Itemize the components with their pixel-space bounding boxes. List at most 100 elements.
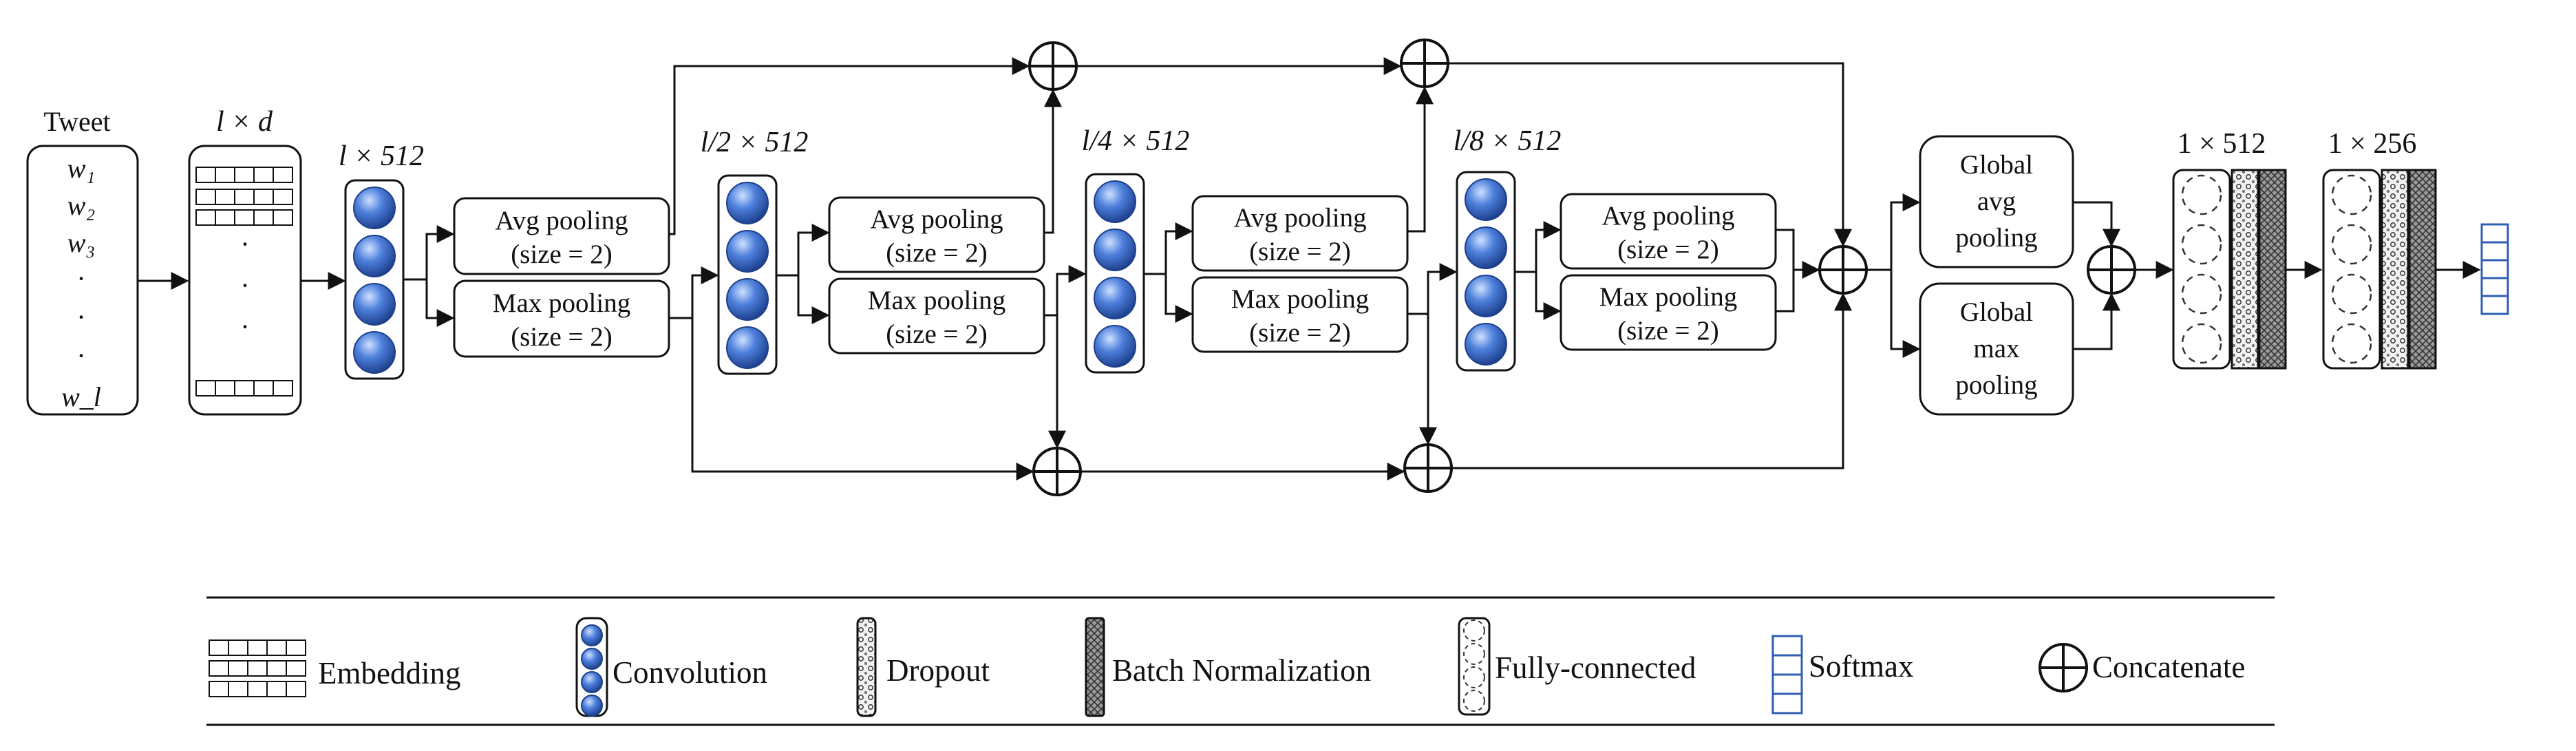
fc-unit xyxy=(2181,323,2222,364)
max-pooling-3: Max pooling (size = 2) xyxy=(1191,276,1409,353)
embedding-cell xyxy=(273,167,293,183)
embedding-cell xyxy=(215,167,235,183)
embedding-cell xyxy=(253,189,274,205)
avg-pooling-4: Avg pooling (size = 2) xyxy=(1560,193,1777,270)
conv-unit xyxy=(1094,180,1136,223)
fc-block-2 xyxy=(2322,169,2437,370)
legend-embedding-cell xyxy=(266,660,287,677)
conv-unit xyxy=(1465,226,1507,269)
connector xyxy=(691,266,719,318)
legend-softmax-label: Softmax xyxy=(1809,649,1914,684)
fc-unit xyxy=(2331,174,2372,215)
legend-embedding-icon xyxy=(209,639,306,697)
fc-unit xyxy=(2181,273,2222,315)
legend-softmax-cell xyxy=(1771,654,1803,676)
embedding-cell xyxy=(234,189,255,205)
embedding-cell xyxy=(215,380,235,396)
word-dot-1: · xyxy=(76,263,85,294)
conv-unit xyxy=(1465,178,1507,221)
softmax-cell xyxy=(2480,241,2509,262)
conv2-dim-label: l/2 × 512 xyxy=(701,127,809,158)
fc-unit xyxy=(2331,323,2372,364)
max-pooling-1: Max pooling (size = 2) xyxy=(453,279,670,358)
legend-dropout-label: Dropout xyxy=(886,653,990,688)
embedding-cell xyxy=(234,167,255,183)
legend-concatenate-icon xyxy=(2039,643,2088,692)
conv-block-3 xyxy=(1085,173,1145,374)
global-max-pooling: Global max pooling xyxy=(1919,282,2074,416)
legend: Embedding Convolution Dropout Batch Norm… xyxy=(206,596,2275,726)
svg-text:Avg pooling: Avg pooling xyxy=(1601,201,1734,231)
dropout-1 xyxy=(2231,169,2259,370)
tweet-input: Tweet w₁ w₂ w₃ · · · w_l xyxy=(26,106,139,416)
svg-text:pooling: pooling xyxy=(1955,223,2037,253)
batch-norm-2 xyxy=(2408,169,2437,370)
svg-text:Avg pooling: Avg pooling xyxy=(870,204,1003,234)
connector xyxy=(669,57,1030,235)
legend-embedding-cell xyxy=(209,681,229,697)
avg-pooling-1: Avg pooling (size = 2) xyxy=(453,197,670,275)
conv1-dim-label: l × 512 xyxy=(339,140,424,172)
embedding-cell xyxy=(195,189,216,205)
conv-unit xyxy=(353,187,396,229)
avg-pooling-3: Avg pooling (size = 2) xyxy=(1191,195,1409,272)
dropout-2 xyxy=(2381,169,2409,370)
conv4-dim-label: l/8 × 512 xyxy=(1454,125,1562,157)
svg-text:(size = 2): (size = 2) xyxy=(511,322,613,352)
legend-embedding-cell xyxy=(209,660,229,677)
svg-text:(size = 2): (size = 2) xyxy=(1249,318,1351,348)
tweet-title: Tweet xyxy=(43,106,110,137)
conv-unit xyxy=(581,695,603,717)
legend-convolution-icon xyxy=(575,617,608,717)
softmax-cell xyxy=(2480,223,2509,244)
legend-embedding-cell xyxy=(209,639,229,656)
legend-softmax-icon xyxy=(1771,635,1803,715)
svg-text:·: · xyxy=(240,229,249,260)
conv-unit xyxy=(726,278,769,321)
embedding-cell xyxy=(234,209,255,226)
embedding-cell xyxy=(195,167,216,183)
svg-text:max: max xyxy=(1973,334,2020,363)
fc2-dim-label: 1 × 256 xyxy=(2328,128,2417,160)
conv-unit xyxy=(353,331,396,374)
avg-pooling-2: Avg pooling (size = 2) xyxy=(828,196,1045,273)
legend-softmax-cell xyxy=(1771,692,1803,715)
fc-unit xyxy=(2181,174,2222,215)
legend-embedding-cell xyxy=(286,681,306,697)
svg-text:·: · xyxy=(240,311,249,342)
connector xyxy=(669,317,1034,480)
legend-concatenate-label: Concatenate xyxy=(2092,650,2245,684)
softmax-cell xyxy=(2480,295,2509,315)
connector xyxy=(1776,270,1795,313)
connector xyxy=(2073,293,2120,350)
connector xyxy=(1448,62,1852,247)
connector xyxy=(1535,272,1562,320)
legend-embedding-label: Embedding xyxy=(318,656,460,690)
connector xyxy=(1427,263,1458,314)
conv-unit xyxy=(1094,277,1136,319)
connector xyxy=(1407,313,1437,445)
connector xyxy=(425,279,455,327)
svg-text:(size = 2): (size = 2) xyxy=(886,238,988,268)
svg-text:Global: Global xyxy=(1960,297,2033,327)
max-pooling-2: Max pooling (size = 2) xyxy=(828,277,1045,355)
svg-text:Max pooling: Max pooling xyxy=(868,286,1005,315)
legend-embedding-cell xyxy=(228,660,248,677)
word-dot-3: · xyxy=(76,340,85,371)
legend-fc-frame xyxy=(1458,617,1491,716)
connector xyxy=(1044,89,1062,234)
conv-unit xyxy=(1465,275,1507,317)
conv-unit xyxy=(1465,323,1507,366)
legend-embedding-cell xyxy=(286,639,306,656)
legend-softmax-cell xyxy=(1771,673,1803,695)
embedding-rows xyxy=(195,167,293,396)
connector xyxy=(1451,293,1852,469)
svg-text:(size = 2): (size = 2) xyxy=(1617,316,1719,346)
conv-unit xyxy=(581,624,603,646)
svg-text:Global: Global xyxy=(1960,150,2033,180)
fc-block-1 xyxy=(2172,169,2287,370)
max-pooling-4: Max pooling (size = 2) xyxy=(1560,274,1777,351)
legend-embedding-cell xyxy=(286,660,306,677)
embedding-cell xyxy=(253,380,274,396)
